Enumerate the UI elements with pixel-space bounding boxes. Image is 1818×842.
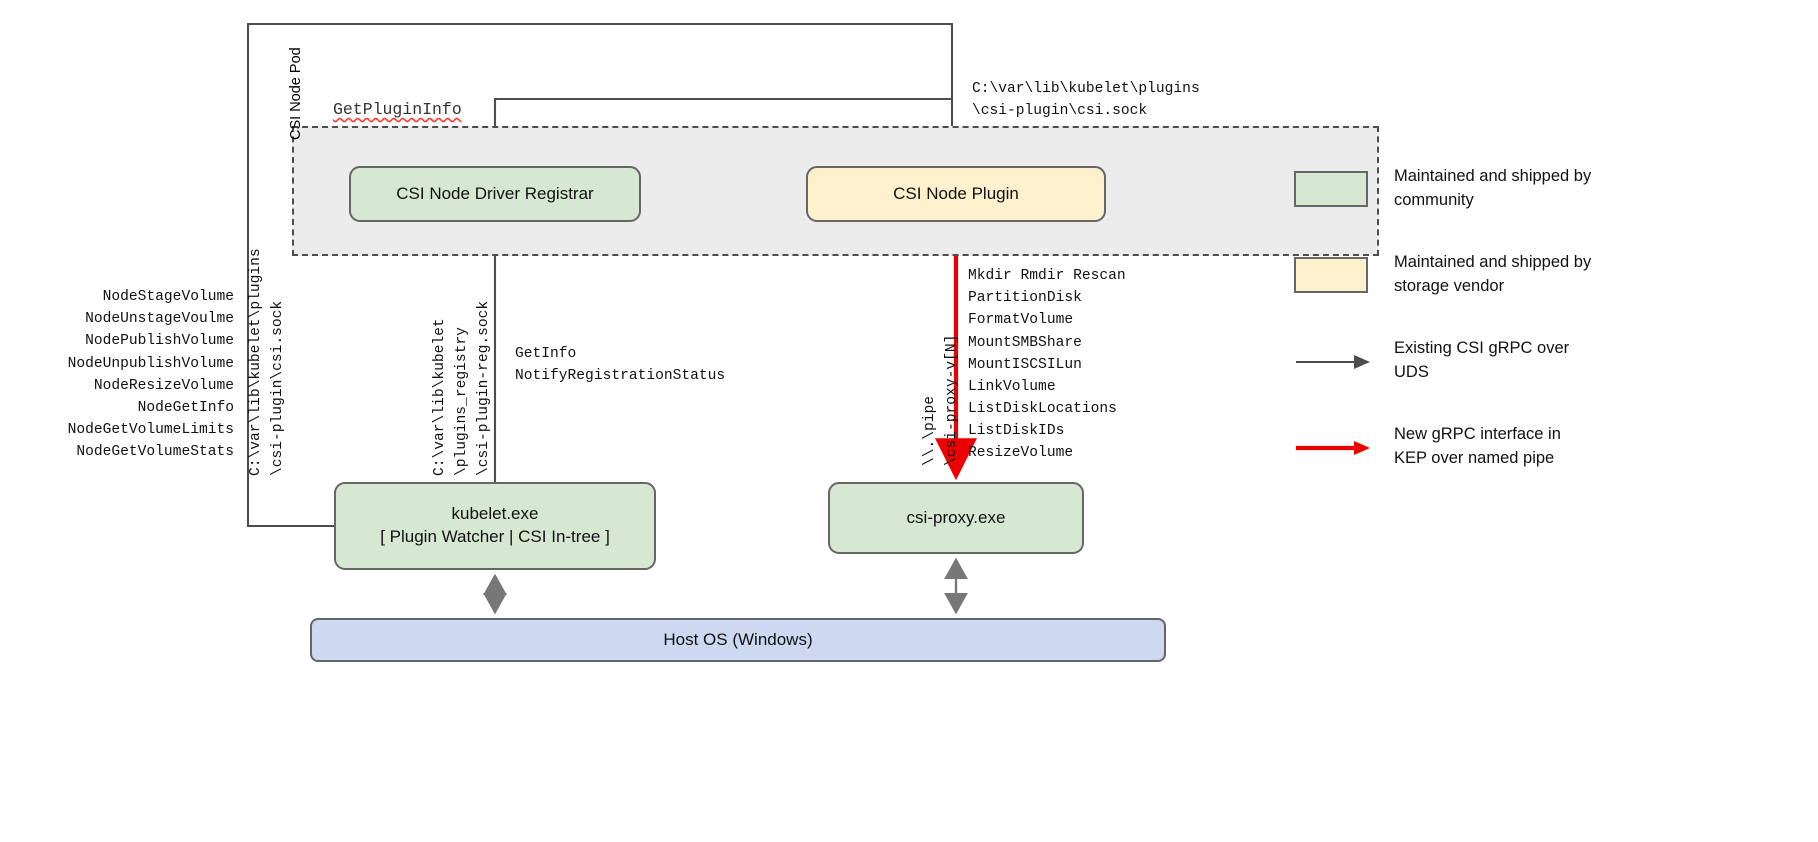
kubelet-subtitle: [ Plugin Watcher | CSI In-tree ] <box>380 527 610 546</box>
label-registration-socket-path: C:\var\lib\kubelet \plugins_registry \cs… <box>432 300 492 476</box>
label-get-plugin-info: GetPluginInfo <box>333 100 462 119</box>
legend-item: Maintained and shipped by community <box>1294 165 1794 239</box>
label-plugin-socket-path: C:\var\lib\kubelet\plugins \csi-plugin\c… <box>972 81 1200 120</box>
csi-node-pod-label: CSI Node Pod <box>288 47 304 140</box>
node-kubelet-exe[interactable]: kubelet.exe [ Plugin Watcher | CSI In-tr… <box>334 482 656 570</box>
legend-color-swatch <box>1294 171 1368 207</box>
legend-item: Maintained and shipped by storage vendor <box>1294 251 1794 325</box>
node-csi-proxy-exe[interactable]: csi-proxy.exe <box>828 482 1084 554</box>
legend-label: Maintained and shipped by community <box>1394 167 1592 209</box>
legend-arrow-icon <box>1296 441 1370 455</box>
legend-item: New gRPC interface in KEP over named pip… <box>1294 423 1794 497</box>
legend-item: Existing CSI gRPC over UDS <box>1294 337 1794 411</box>
node-host-os[interactable]: Host OS (Windows) <box>310 618 1166 662</box>
legend-arrow-icon <box>1296 355 1370 369</box>
label-kubelet-csi-socket-path: C:\var\lib\kubelet\plugins \csi-plugin\c… <box>248 248 286 476</box>
label-node-service-rpcs: NodeStageVolume NodeUnstageVoulme NodePu… <box>67 289 234 461</box>
node-csi-node-plugin[interactable]: CSI Node Plugin <box>806 166 1106 222</box>
legend-label: Maintained and shipped by storage vendor <box>1394 253 1592 295</box>
kubelet-title: kubelet.exe <box>451 504 539 524</box>
label-csi-proxy-apis: Mkdir Rmdir Rescan PartitionDisk FormatV… <box>968 268 1126 462</box>
legend-label: New gRPC interface in KEP over named pip… <box>1394 425 1561 467</box>
legend-color-swatch <box>1294 257 1368 293</box>
legend-label: Existing CSI gRPC over UDS <box>1394 339 1570 381</box>
label-named-pipe-path: \\.\pipe \csi-proxy-v[N] <box>922 334 960 466</box>
label-registrar-calls: GetInfo NotifyRegistrationStatus <box>515 346 726 385</box>
node-csi-node-driver-registrar[interactable]: CSI Node Driver Registrar <box>349 166 641 222</box>
